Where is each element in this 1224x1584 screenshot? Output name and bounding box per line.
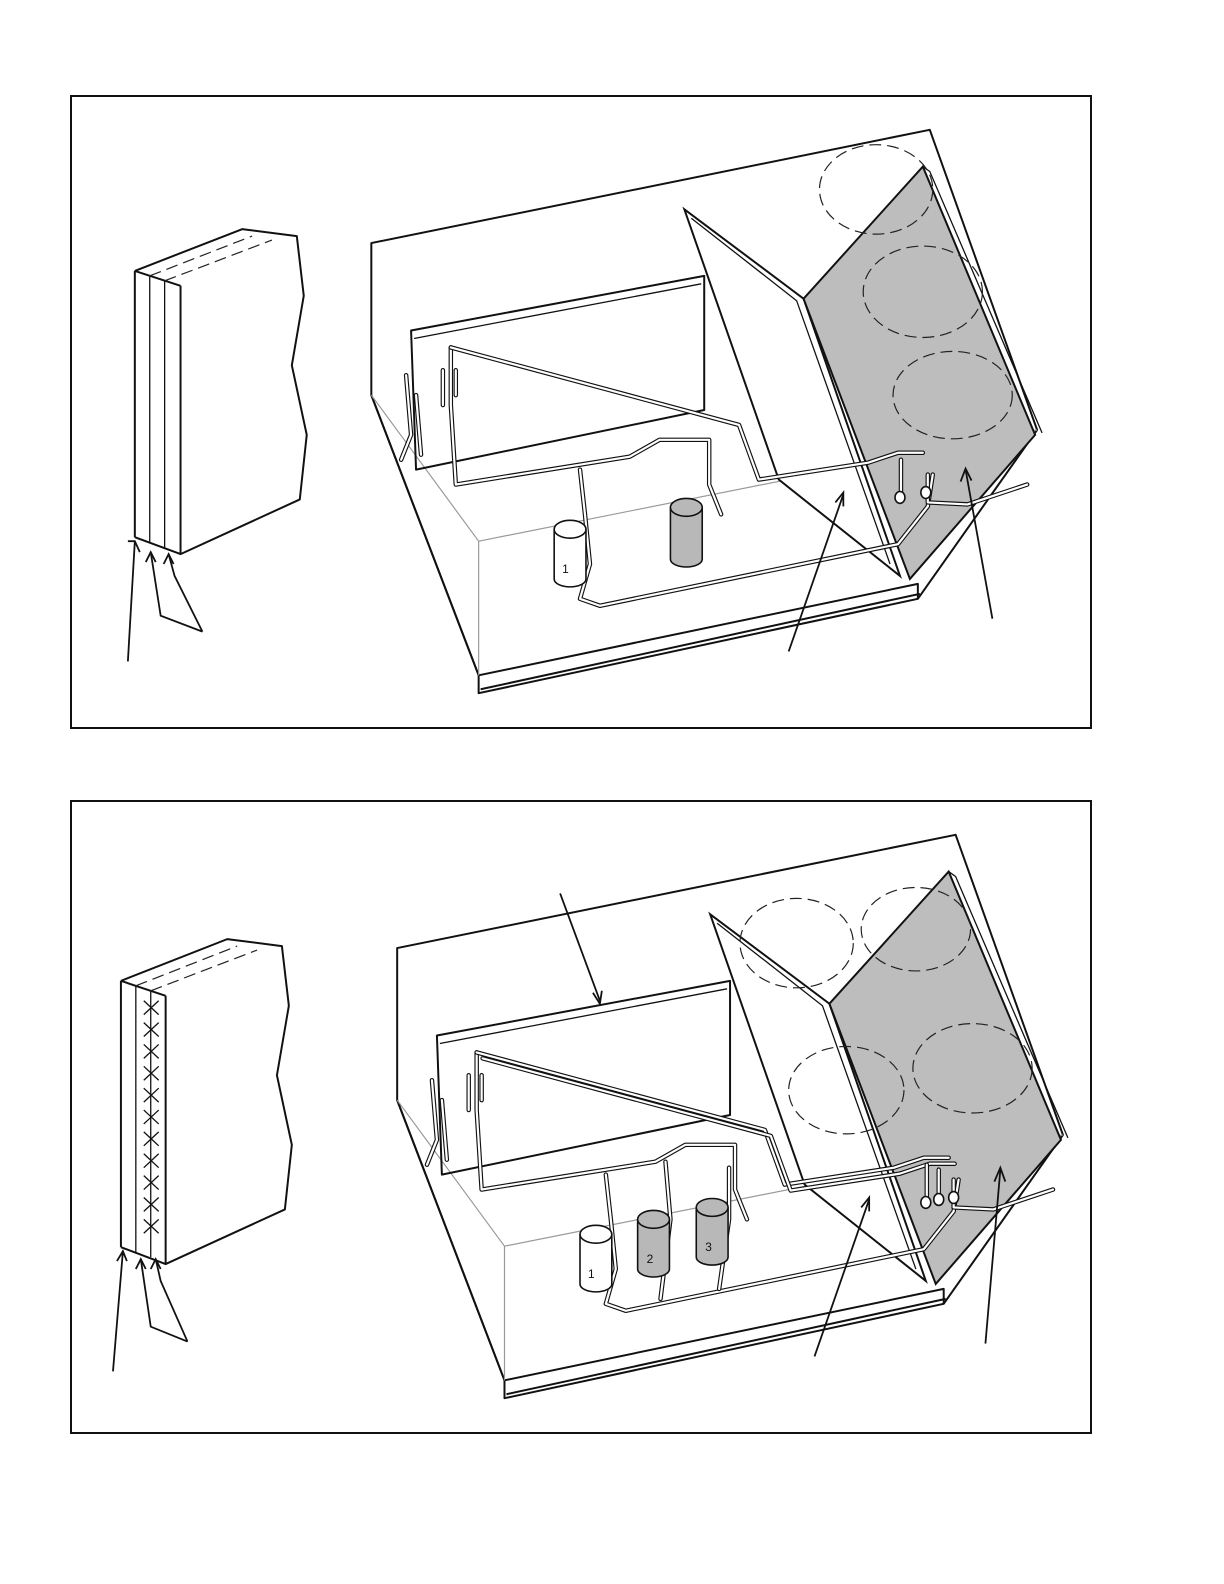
compressor-3-bottom: 3: [696, 1198, 728, 1265]
compressor-2-bottom: 2: [638, 1210, 670, 1277]
figure-bottom-panel: 1 2 3: [70, 800, 1092, 1434]
compressor-1-top: 1: [554, 520, 586, 587]
figure-bottom-drawing: 1 2 3: [72, 802, 1090, 1432]
figure-top-drawing: 1: [72, 97, 1090, 727]
compressor-2-top: [670, 498, 702, 567]
coil-detail-bottom: [121, 939, 292, 1264]
compressor-3-label: 3: [705, 1240, 712, 1254]
coil-detail-top: [135, 229, 307, 554]
compressor-2-label: 2: [647, 1252, 654, 1266]
coil-detail-arrows-top: [128, 541, 203, 661]
compressor-1-label: 1: [588, 1267, 595, 1281]
compressor-1-label: 1: [562, 562, 569, 576]
compressor-1-bottom: 1: [580, 1225, 612, 1292]
coil-detail-arrows-bottom: [113, 1251, 188, 1371]
figure-top-panel: 1: [70, 95, 1092, 729]
